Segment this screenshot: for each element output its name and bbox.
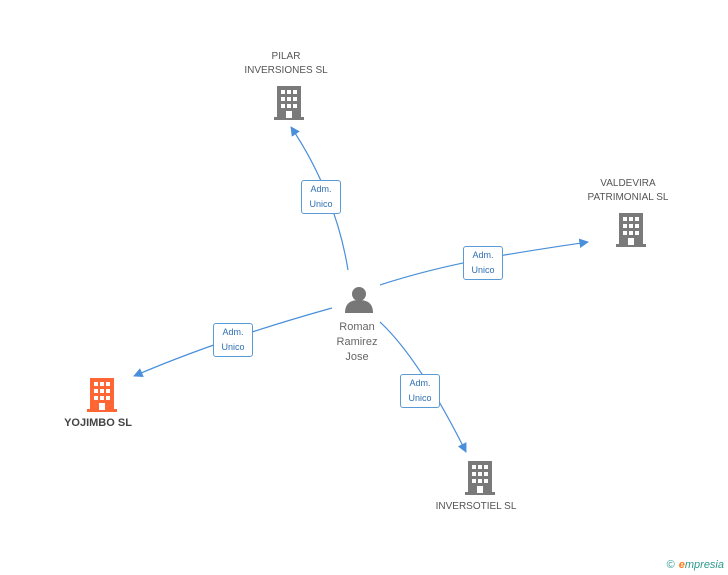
company-label-inversotiel[interactable]: INVERSOTIEL SL	[421, 500, 531, 514]
relation-badge-yojimbo[interactable]: Adm. Unico	[213, 323, 253, 357]
company-name-line: PATRIMONIAL SL	[587, 192, 669, 203]
relation-badge-inversotiel[interactable]: Adm. Unico	[400, 374, 440, 408]
company-name-line: INVERSIONES SL	[244, 65, 328, 76]
relation-label-line: Unico	[471, 265, 495, 275]
relation-label-line: Unico	[309, 199, 333, 209]
relation-label-line: Adm.	[472, 250, 494, 260]
relation-label-line: Adm.	[222, 327, 244, 337]
person-name-line: Ramirez	[336, 336, 378, 348]
company-label-valdevira[interactable]: VALDEVIRA PATRIMONIAL SL	[573, 177, 683, 205]
building-icon-inversotiel[interactable]	[465, 461, 495, 495]
company-name-line: VALDEVIRA	[600, 178, 656, 189]
building-icon-pilar[interactable]	[274, 86, 304, 120]
relation-label-line: Unico	[221, 342, 245, 352]
company-name-line: YOJIMBO SL	[64, 417, 132, 429]
relation-badge-pilar[interactable]: Adm. Unico	[301, 180, 341, 214]
relation-label-line: Unico	[408, 393, 432, 403]
empresia-brand[interactable]: ©empresia	[667, 559, 724, 571]
building-icon-yojimbo[interactable]	[87, 378, 117, 412]
person-name-line: Jose	[345, 351, 369, 363]
company-name-line: PILAR	[271, 51, 301, 62]
relation-label-line: Adm.	[310, 184, 332, 194]
company-label-yojimbo[interactable]: YOJIMBO SL	[48, 416, 148, 430]
company-name-line: INVERSOTIEL SL	[435, 501, 517, 512]
relation-label-line: Adm.	[409, 378, 431, 388]
person-name-line: Roman	[339, 321, 375, 333]
brand-name: mpresia	[684, 559, 724, 571]
copyright-icon: ©	[666, 559, 675, 571]
building-icon-valdevira[interactable]	[616, 213, 646, 247]
relation-badge-valdevira[interactable]: Adm. Unico	[463, 246, 503, 280]
company-label-pilar[interactable]: PILAR INVERSIONES SL	[236, 50, 336, 78]
person-label[interactable]: Roman Ramirez Jose	[317, 320, 397, 365]
brand-initial: e	[678, 559, 685, 571]
person-icon[interactable]	[345, 287, 373, 313]
